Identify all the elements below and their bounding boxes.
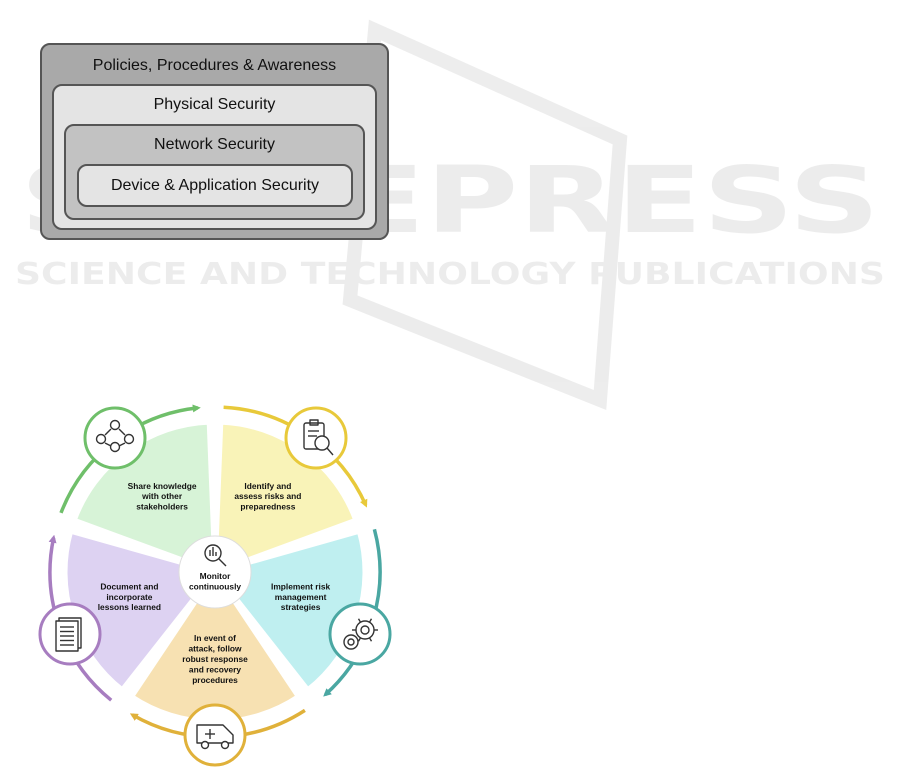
layer-network-label: Network Security [154,136,275,153]
monitor-magnifier-icon [204,544,227,567]
document-icon [38,602,102,666]
layer-physical-label: Physical Security [153,96,276,113]
ambulance-icon [183,703,247,767]
monitor-center-circle [178,535,252,609]
watermark-subtitle: SCIENCE AND TECHNOLOGY PUBLICATIONS [15,257,885,292]
clipboard-magnifier-icon [284,406,348,470]
layer-device: Device & Application Security [77,164,353,207]
people-network-icon [83,406,147,470]
gears-icon [328,602,392,666]
layer-device-label: Device & Application Security [110,177,320,194]
layer-policies-label: Policies, Procedures & Awareness [92,57,337,74]
